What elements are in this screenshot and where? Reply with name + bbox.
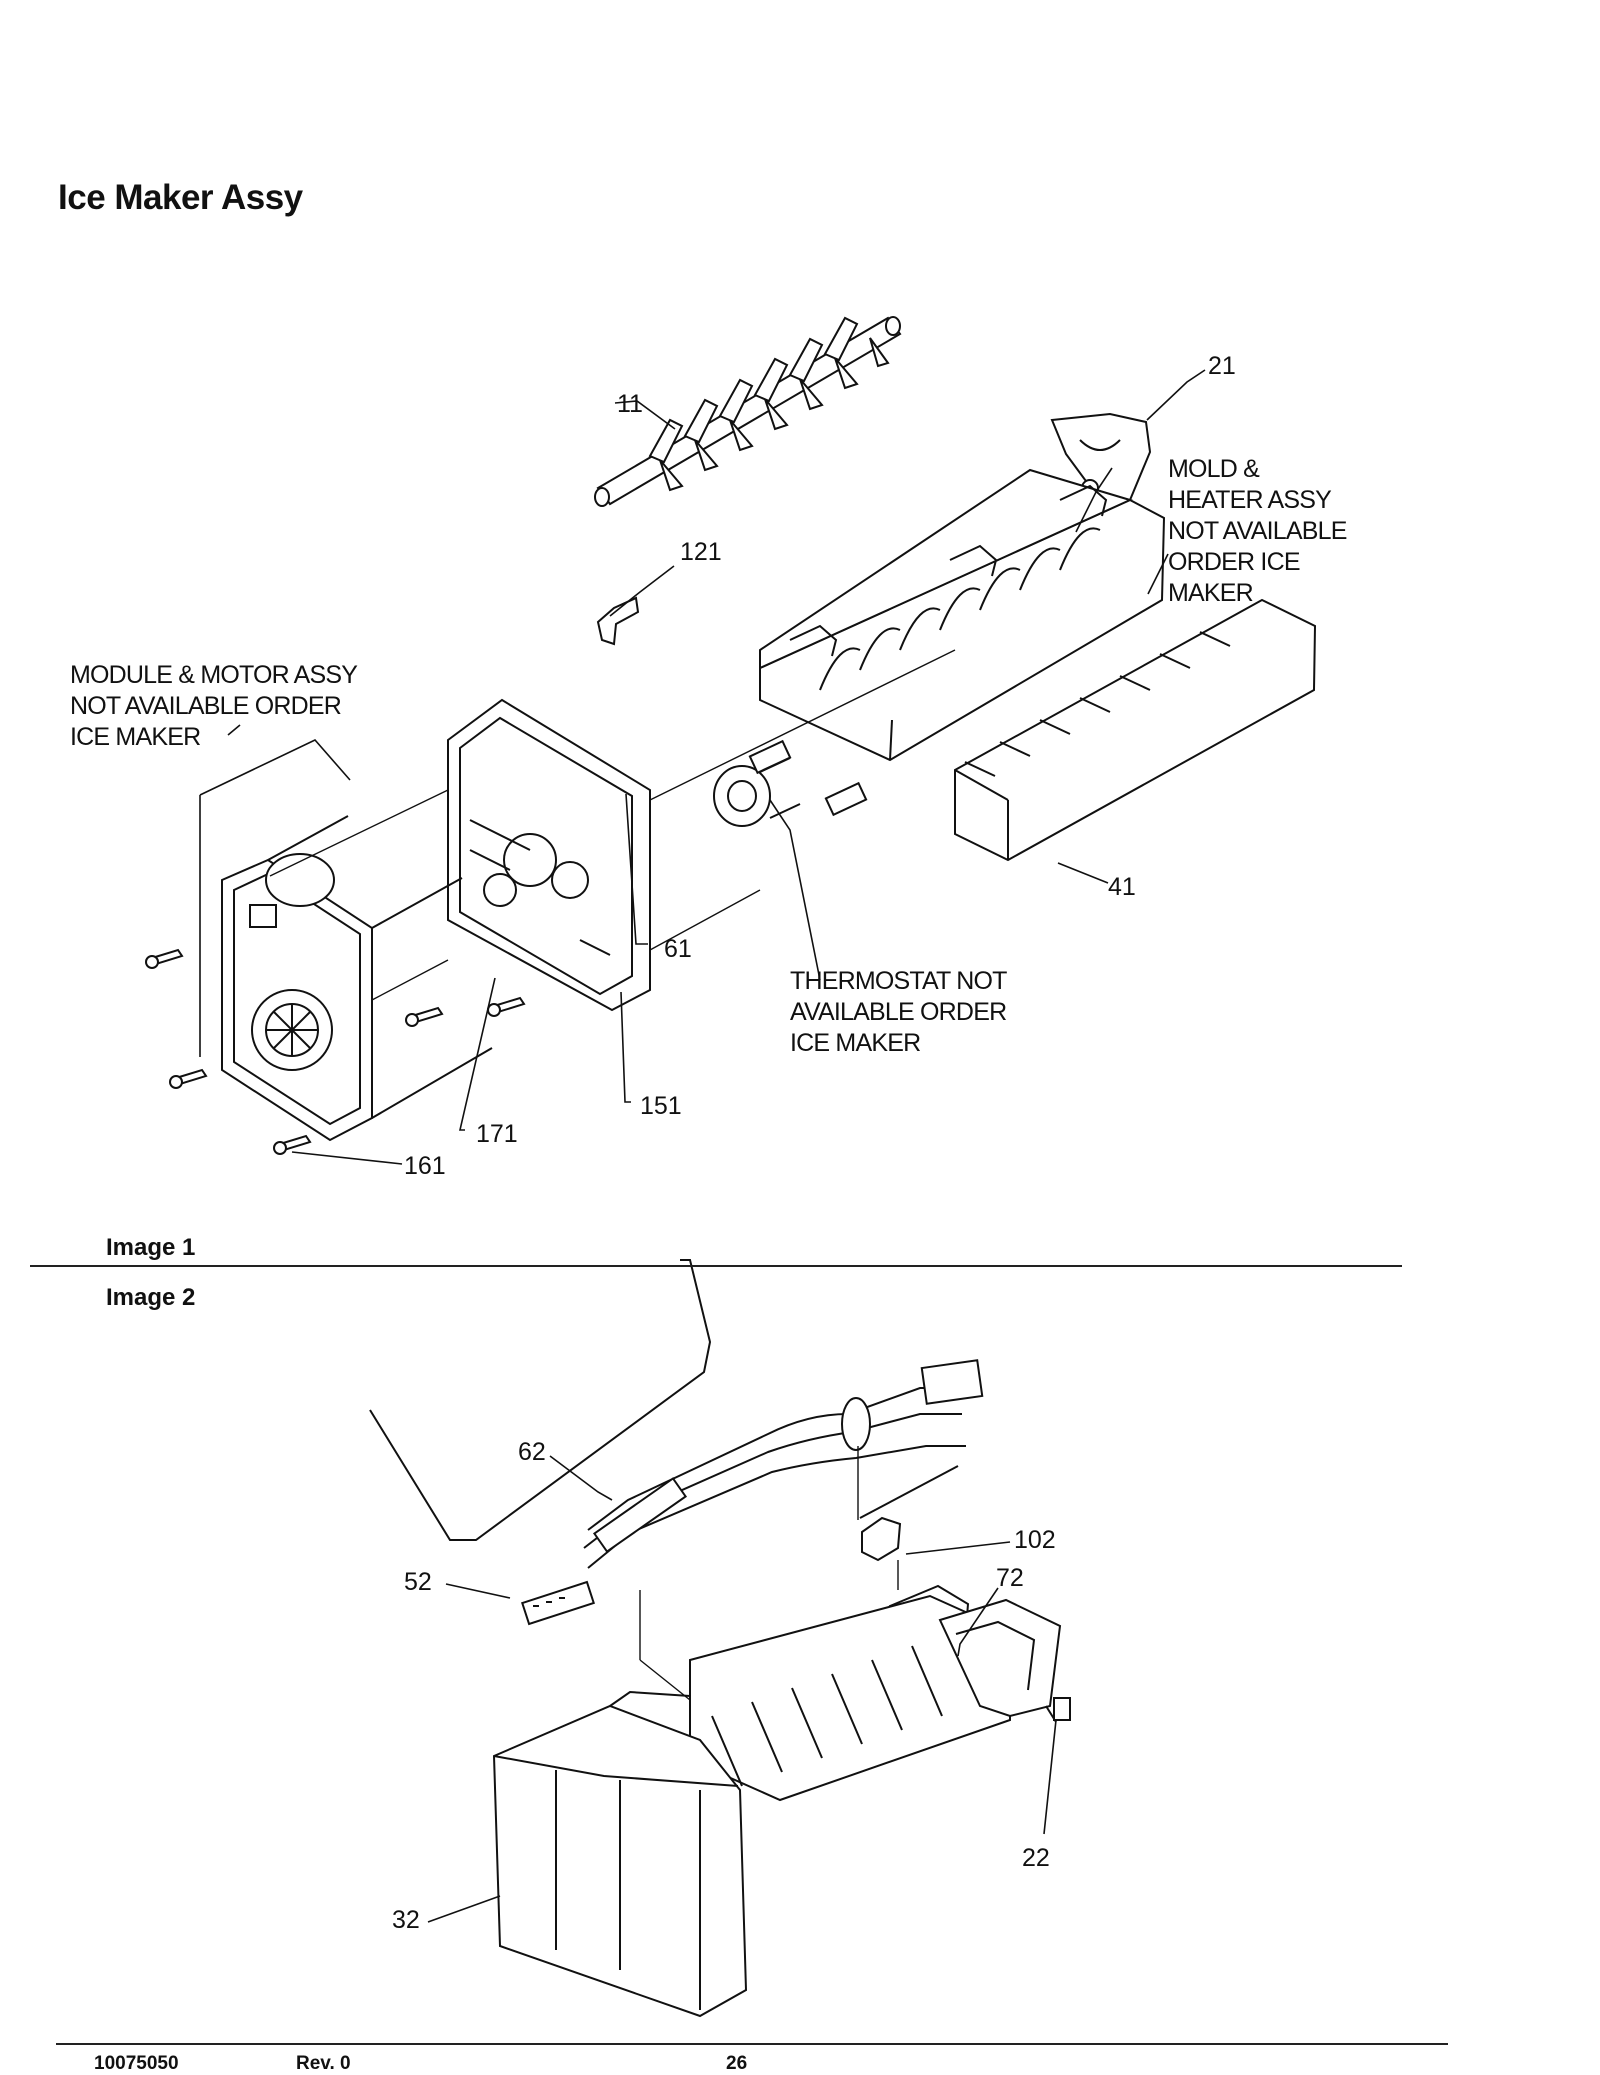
note-mold-heater: MOLD & HEATER ASSY NOT AVAILABLE ORDER I… <box>1168 455 1347 607</box>
doc-number: 10075050 <box>94 2053 179 2074</box>
callout-62: 62 <box>518 1438 546 1466</box>
section-label-image1: Image 1 <box>106 1234 196 1261</box>
revision: Rev. 0 <box>296 2053 351 2074</box>
wire-harness-part-62 <box>370 1260 982 1568</box>
callout-102: 102 <box>1014 1526 1056 1554</box>
callout-52: 52 <box>404 1568 432 1596</box>
callout-121: 121 <box>680 538 722 566</box>
callout-21: 21 <box>1208 352 1236 380</box>
shield-part-41 <box>955 600 1315 860</box>
callout-151: 151 <box>640 1092 682 1120</box>
callout-11: 11 <box>617 390 643 418</box>
section-divider <box>30 1265 1402 1267</box>
ice-maker-body <box>690 1596 1070 1800</box>
clip-part-121 <box>598 598 638 644</box>
callout-61: 61 <box>664 935 692 963</box>
callout-72: 72 <box>996 1564 1024 1592</box>
mold-heater-assembly <box>760 470 1164 760</box>
callout-161: 161 <box>404 1152 446 1180</box>
thermostat-part <box>714 741 866 826</box>
callout-171: 171 <box>476 1120 518 1148</box>
page-number: 26 <box>726 2053 748 2074</box>
callout-32: 32 <box>392 1906 420 1934</box>
footer-rule <box>56 2043 1448 2045</box>
screws-part-161-171 <box>146 950 524 1154</box>
connector-part-52 <box>522 1582 593 1624</box>
callout-22: 22 <box>1022 1844 1050 1872</box>
page-title: Ice Maker Assy <box>58 178 303 217</box>
callout-41: 41 <box>1108 873 1136 901</box>
note-thermostat: THERMOSTAT NOT AVAILABLE ORDER ICE MAKER <box>790 967 1007 1057</box>
housing-part-151 <box>448 700 650 1010</box>
front-cover-part-32 <box>494 1692 746 2016</box>
note-module-motor: MODULE & MOTOR ASSY NOT AVAILABLE ORDER … <box>70 661 358 751</box>
clip-part-102 <box>860 1466 958 1560</box>
module-motor-assembly <box>222 816 492 1140</box>
section-label-image2: Image 2 <box>106 1284 196 1311</box>
ejector-part-11 <box>595 317 900 506</box>
